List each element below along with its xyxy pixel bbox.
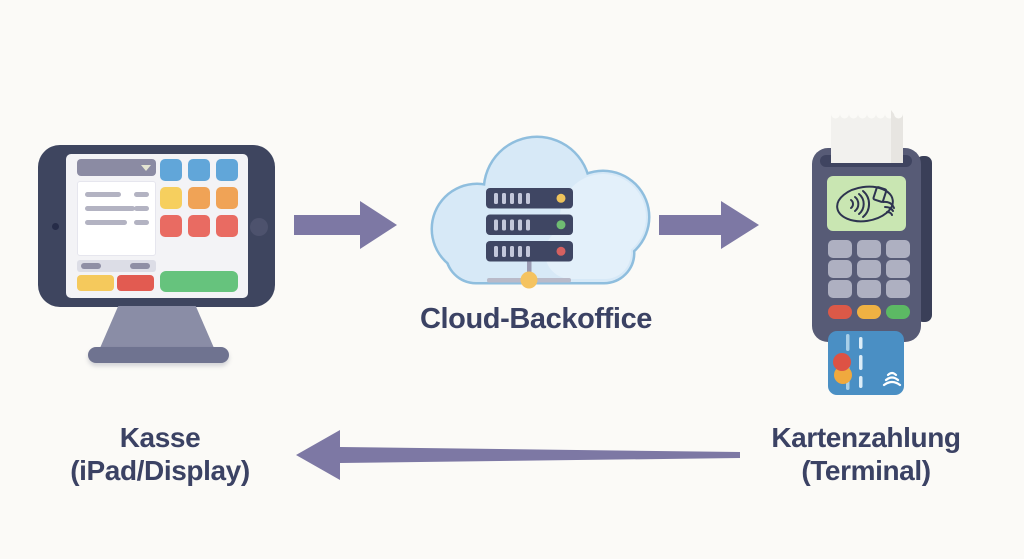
grid-button xyxy=(188,187,210,209)
keypad-key xyxy=(828,240,852,258)
cloud-servers-illustration xyxy=(430,135,651,289)
grid-button xyxy=(188,215,210,237)
status-dot-icon xyxy=(556,220,566,230)
list-line xyxy=(85,220,149,225)
list-line xyxy=(85,192,149,197)
kartenzahlung-label: Kartenzahlung (Terminal) xyxy=(726,421,1006,487)
card-circle-red xyxy=(833,353,851,371)
status-dot-icon xyxy=(556,246,566,256)
kasse-label-line2: (iPad/Display) xyxy=(70,455,250,486)
receipt-list-panel xyxy=(77,181,156,256)
network-node xyxy=(520,271,538,289)
keypad-key xyxy=(828,280,852,298)
grid-button xyxy=(160,159,182,181)
contactless-payment-icon xyxy=(836,185,895,223)
pill-chip xyxy=(81,263,101,269)
bank-card-artwork xyxy=(833,334,902,390)
keypad-key xyxy=(828,260,852,278)
server-unit xyxy=(486,241,573,262)
payment-terminal-illustration xyxy=(805,100,945,400)
status-dot-icon xyxy=(556,193,566,203)
pos-button-red xyxy=(117,275,154,291)
dropdown-bar xyxy=(77,159,156,176)
keypad-key xyxy=(886,280,910,298)
pos-button-yellow xyxy=(77,275,114,291)
arrow-terminal-to-kasse xyxy=(296,430,740,480)
receipt-paper xyxy=(831,110,903,163)
network-line-vertical xyxy=(527,260,532,278)
chevron-down-icon xyxy=(141,165,151,171)
kasse-label: Kasse (iPad/Display) xyxy=(20,421,300,487)
pos-button-green-wide xyxy=(160,271,238,292)
cloud-label-line1: Cloud-Backoffice xyxy=(419,303,653,335)
subtotal-bar xyxy=(77,260,156,272)
keypad-key xyxy=(886,240,910,258)
cancel-key xyxy=(828,305,852,319)
server-unit xyxy=(486,214,573,235)
stand-base xyxy=(88,347,229,363)
keypad-key xyxy=(857,280,881,298)
keypad-key xyxy=(857,260,881,278)
kasse-label-line1: Kasse xyxy=(119,422,201,453)
keypad-key xyxy=(857,240,881,258)
server-stack xyxy=(486,188,573,262)
clear-key xyxy=(857,305,881,319)
camera-dot xyxy=(52,223,59,230)
grid-button xyxy=(188,159,210,181)
grid-button xyxy=(160,187,182,209)
card-circle-yellow xyxy=(834,366,852,384)
bank-card xyxy=(828,331,904,395)
list-line xyxy=(85,206,149,211)
kartenzahlung-label-line2: (Terminal) xyxy=(801,455,931,486)
cloud-backoffice-label: Cloud-Backoffice xyxy=(395,303,677,335)
confirm-key xyxy=(886,305,910,319)
kartenzahlung-label-line1: Kartenzahlung xyxy=(771,422,961,453)
grid-button xyxy=(216,187,238,209)
terminal-screen xyxy=(827,176,906,231)
contactless-wave-icon xyxy=(882,371,902,387)
pill-chip xyxy=(130,263,150,269)
keypad-key xyxy=(886,260,910,278)
tablet-screen xyxy=(66,154,248,298)
grid-button xyxy=(216,215,238,237)
grid-button xyxy=(160,215,182,237)
arrow-kasse-to-cloud xyxy=(294,201,397,249)
stand-neck xyxy=(100,306,214,348)
arrow-cloud-to-terminal xyxy=(659,201,759,249)
server-unit xyxy=(486,188,573,209)
grid-button xyxy=(216,159,238,181)
home-button xyxy=(250,218,268,236)
